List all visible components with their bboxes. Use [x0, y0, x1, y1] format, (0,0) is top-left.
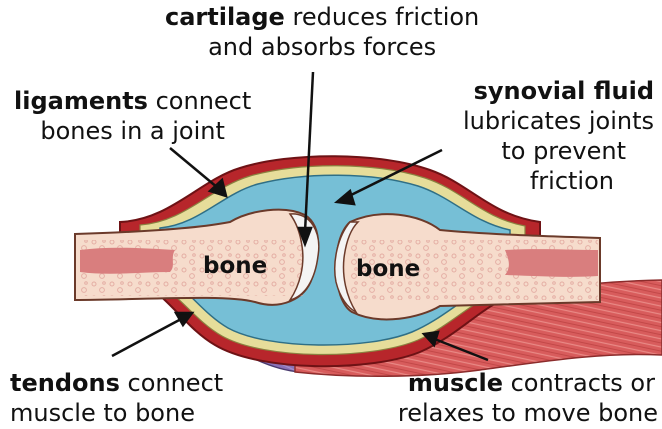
tendons-term: tendons [10, 369, 120, 397]
ligaments-label: ligaments connect bones in a joint [14, 86, 251, 146]
muscle-term: muscle [408, 369, 503, 397]
synovial-label: synovial fluid lubricates joints to prev… [463, 76, 654, 196]
right-bone-marrow [505, 249, 598, 277]
ligaments-term: ligaments [14, 87, 148, 115]
muscle-label: muscle contracts or relaxes to move bone [398, 368, 658, 428]
tendons-line2: muscle to bone [10, 398, 223, 428]
tendons-line1: connect [120, 369, 223, 397]
synovial-line2: lubricates joints [463, 106, 654, 136]
ligaments-line2: bones in a joint [14, 116, 251, 146]
tendon-arrow [112, 318, 183, 356]
cartilage-line1: reduces friction [285, 3, 479, 31]
cartilage-label: cartilage reduces friction and absorbs f… [165, 2, 479, 62]
right-bone-label: bone [356, 256, 420, 282]
muscle-line1: contracts or [503, 369, 655, 397]
synovial-term: synovial fluid [474, 77, 654, 105]
synovial-line3: to prevent [463, 136, 654, 166]
cartilage-term: cartilage [165, 3, 285, 31]
tendons-label: tendons connect muscle to bone [10, 368, 223, 428]
synovial-line4: friction [463, 166, 654, 196]
ligament-arrow [170, 148, 218, 188]
left-bone-marrow [80, 248, 175, 274]
cartilage-line2: and absorbs forces [165, 32, 479, 62]
left-bone-label: bone [203, 253, 267, 279]
ligaments-line1: connect [148, 87, 251, 115]
muscle-line2: relaxes to move bone [398, 398, 658, 428]
